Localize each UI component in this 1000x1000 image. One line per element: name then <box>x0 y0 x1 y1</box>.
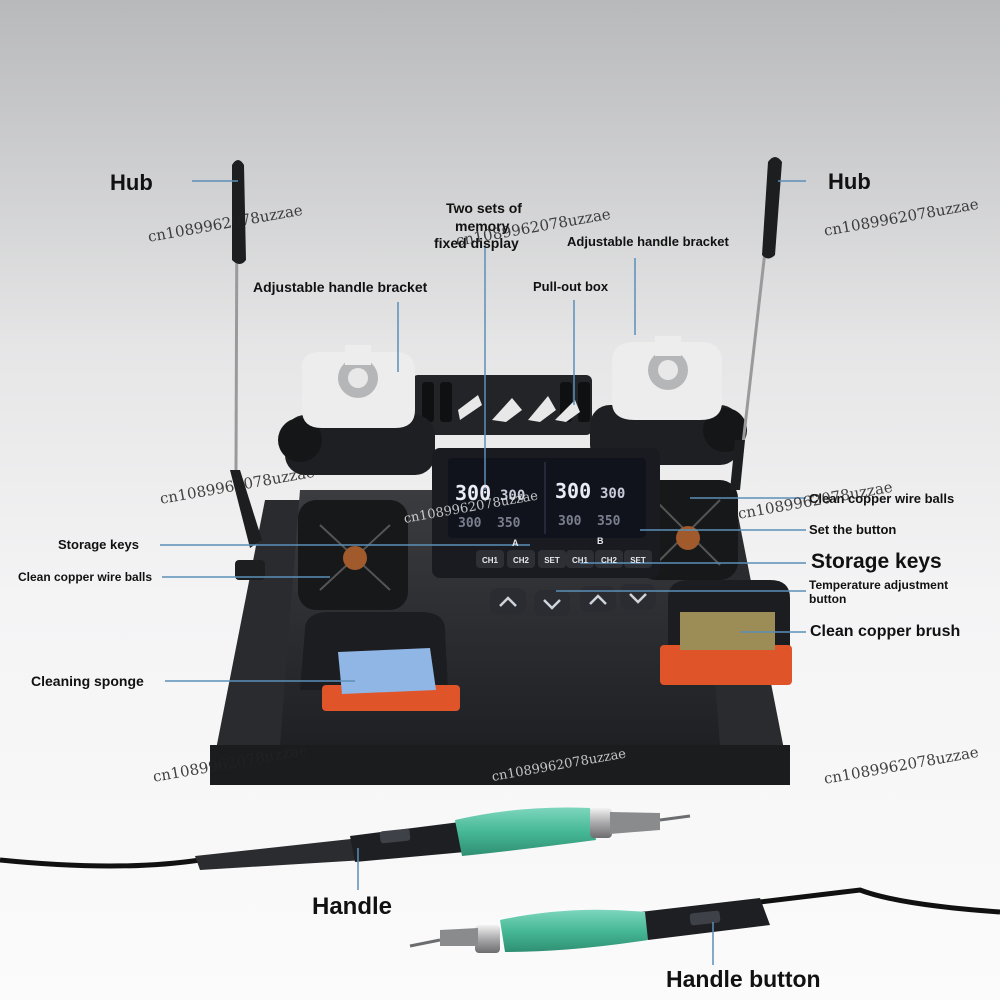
set-a-button[interactable] <box>538 550 566 568</box>
set-b-label: SET <box>630 556 646 565</box>
label-temp-adjust-line2: button <box>809 592 847 606</box>
label-clean-balls-left: Clean copper wire balls <box>18 570 153 584</box>
label-pull-out-box: Pull-out box <box>533 279 609 294</box>
ch1-b-label: CH1 <box>572 556 589 565</box>
label-bracket-right: Adjustable handle bracket <box>567 234 729 249</box>
temp-down-b-button[interactable] <box>620 584 656 610</box>
set-a-label: SET <box>544 556 560 565</box>
label-memory-line3: fixed display <box>434 235 519 251</box>
lcd-b-actual-temp: 300 <box>600 486 625 502</box>
base-edge <box>210 745 790 785</box>
label-clean-balls-right: Clean copper wire balls <box>809 491 955 506</box>
leader-lines <box>160 180 806 965</box>
label-handle: Handle <box>312 893 393 920</box>
channel-a-label: A <box>512 538 519 548</box>
label-cleaning-sponge: Cleaning sponge <box>31 673 144 689</box>
lcd-b-memory-1: 300 <box>558 514 582 529</box>
ch2-a-button[interactable] <box>507 550 535 568</box>
label-storage-keys-left: Storage keys <box>58 537 139 552</box>
handle-button-lower[interactable] <box>689 910 721 926</box>
label-hub-left: Hub <box>110 170 153 195</box>
left-wire-ball-housing <box>298 500 408 610</box>
channel-b-label: B <box>597 536 604 546</box>
label-clean-brush: Clean copper brush <box>810 623 961 640</box>
temp-up-b-button[interactable] <box>580 586 616 612</box>
label-memory-line2: memory <box>455 218 510 234</box>
temp-up-a-button[interactable] <box>490 588 526 614</box>
label-handle-button: Handle button <box>666 966 821 992</box>
label-temp-adjust-line1: Temperature adjustment <box>809 578 949 592</box>
label-set-button: Set the button <box>809 522 897 537</box>
cleaning-sponge-tray <box>300 612 460 711</box>
lcd-screen <box>448 458 646 538</box>
label-memory-line1: Two sets of <box>446 200 522 216</box>
lcd-a-memory-1: 300 <box>458 516 482 531</box>
pull-out-box <box>412 375 592 435</box>
chevron-down-icon <box>543 599 561 610</box>
chevron-up-icon <box>499 596 517 607</box>
ch1-a-button[interactable] <box>476 550 504 568</box>
temp-down-a-button[interactable] <box>534 590 570 616</box>
ch1-a-label: CH1 <box>482 556 499 565</box>
label-bracket-left: Adjustable handle bracket <box>253 279 428 295</box>
lcd-a-memory-2: 350 <box>497 516 521 531</box>
right-hub-stand <box>730 157 782 490</box>
ch2-b-label: CH2 <box>601 556 618 565</box>
label-hub-right: Hub <box>828 169 871 194</box>
pull-out-box-slots <box>422 382 590 422</box>
chevron-up-icon <box>589 594 607 605</box>
soldering-handle-lower <box>409 887 1000 953</box>
handle-button-upper[interactable] <box>379 828 411 844</box>
lcd-b-set-temp: 300 <box>555 479 591 503</box>
chevron-down-icon <box>629 593 647 604</box>
left-hub-stand <box>230 160 265 580</box>
ch2-a-label: CH2 <box>513 556 530 565</box>
sponge <box>338 648 436 694</box>
copper-brush <box>680 612 775 650</box>
soldering-handle-upper <box>0 807 691 870</box>
lcd-a-set-temp: 300 <box>455 481 491 505</box>
lcd-a-actual-temp: 300 <box>500 488 525 504</box>
spare-tips <box>458 395 580 422</box>
panel-button-row <box>476 550 652 568</box>
label-storage-keys-right: Storage keys <box>811 550 942 573</box>
left-handle-bracket <box>278 345 435 475</box>
lcd-b-memory-2: 350 <box>597 514 621 529</box>
